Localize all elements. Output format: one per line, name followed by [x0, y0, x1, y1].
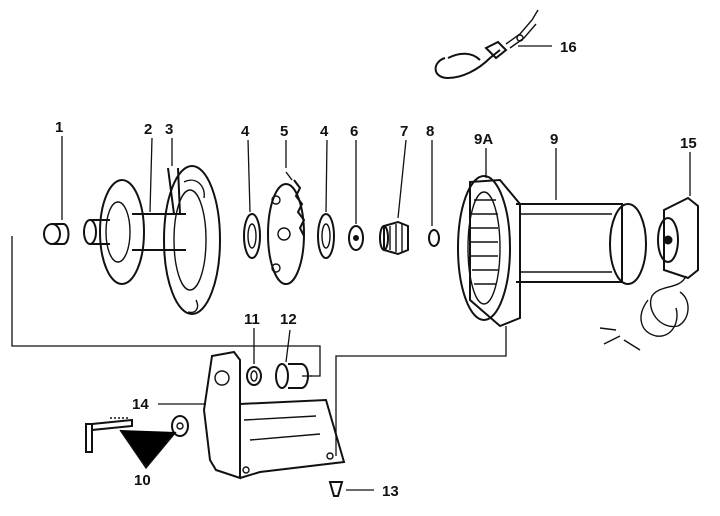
callout-5: 5	[280, 123, 288, 140]
part-6-spacer	[348, 225, 364, 251]
callout-16: 16	[560, 39, 577, 56]
callout-10: 10	[134, 472, 151, 489]
callout-1: 1	[55, 119, 63, 136]
part-3-cable	[167, 167, 205, 314]
callout-15: 15	[680, 135, 697, 152]
callout-4-right: 4	[320, 123, 329, 140]
part-4-washer-left	[243, 213, 261, 259]
callout-9: 9	[550, 131, 558, 148]
callout-9a: 9A	[474, 131, 493, 148]
assembly-lines	[11, 236, 507, 456]
part-9a-end-housing	[457, 175, 521, 328]
callout-2: 2	[144, 121, 152, 138]
callout-7: 7	[400, 123, 408, 140]
part-15-control-switch	[599, 196, 699, 351]
part-2-drum	[83, 165, 221, 315]
part-14-bracket	[202, 350, 346, 480]
part-13-screw	[328, 481, 344, 497]
callout-13: 13	[382, 483, 399, 500]
callout-6: 6	[350, 123, 358, 140]
part-9-motor	[516, 203, 647, 285]
callout-8: 8	[426, 123, 434, 140]
callout-labels: 1 2 3 4 5 4 6 7 8 9A 9 15 16 11 12 14 10…	[55, 39, 697, 500]
part-5-gear-carrier	[267, 171, 306, 285]
part-7-pinion	[379, 220, 409, 256]
part-4-washer-right	[317, 213, 335, 259]
leader-lines	[61, 45, 691, 491]
callout-11: 11	[244, 311, 260, 328]
part-1-bushing	[43, 223, 70, 245]
part-8-ring	[428, 229, 440, 247]
callout-4-left: 4	[241, 123, 250, 140]
callout-3: 3	[165, 121, 173, 138]
part-10-hex-key-nut	[85, 415, 189, 453]
callout-12: 12	[280, 311, 297, 328]
part-16-hook	[434, 9, 539, 80]
callout-14: 14	[132, 396, 149, 413]
part-11-washer	[246, 366, 262, 386]
